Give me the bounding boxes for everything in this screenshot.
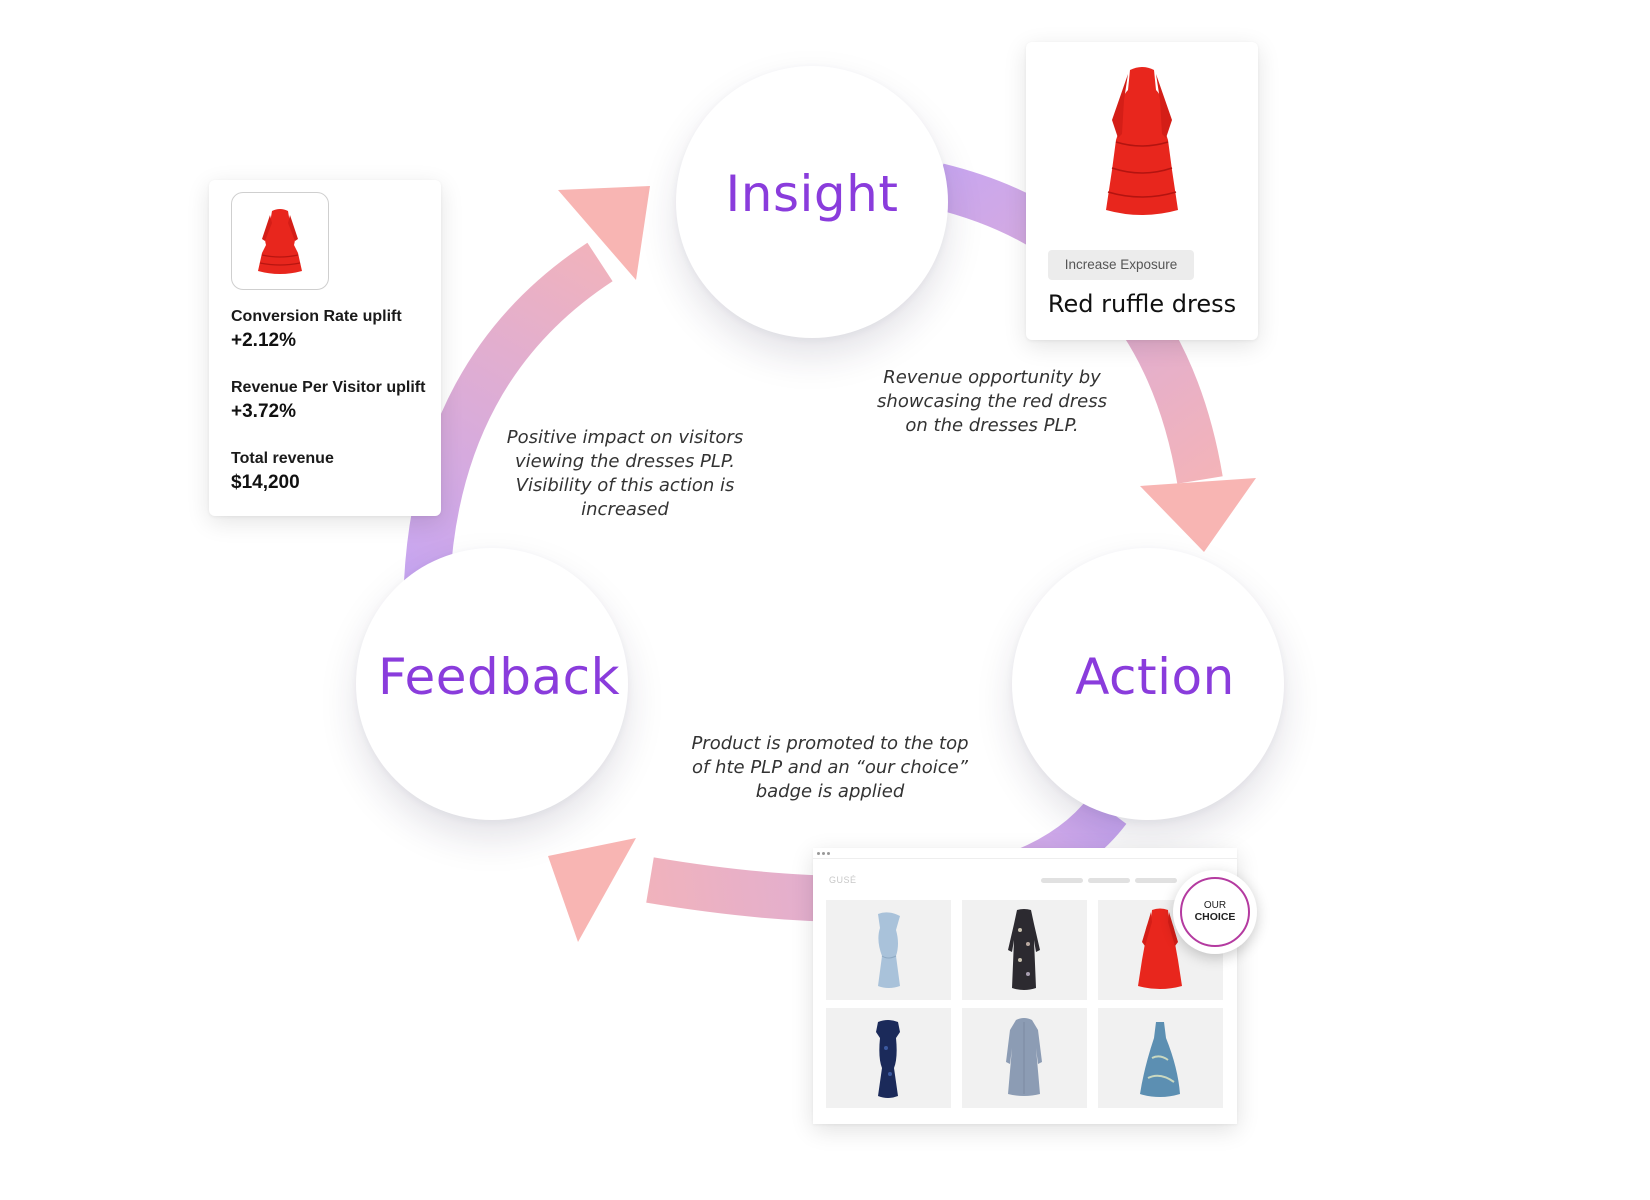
- blue-print-gown-image: [1140, 1022, 1180, 1097]
- grey-blue-coat-dress-image: [1006, 1018, 1042, 1096]
- metric-total-revenue: Total revenue $14,200: [231, 450, 334, 494]
- product-listing-page-window: GUSÉ: [813, 848, 1237, 1124]
- arrow-head-action: [1140, 478, 1256, 552]
- red-dress-image: [258, 209, 302, 274]
- nav-placeholder: [1041, 878, 1083, 883]
- metric-value: $14,200: [231, 472, 300, 493]
- product-tile[interactable]: [1098, 1008, 1223, 1108]
- arrow-head-insight: [558, 186, 650, 280]
- window-dot-icon: [827, 852, 830, 855]
- nav-placeholder: [1088, 878, 1130, 883]
- product-name: Red ruffle dress: [1047, 290, 1237, 318]
- note-feedback-description: Positive impact on visitors viewing the …: [506, 427, 744, 520]
- stage-insight: Insight: [676, 66, 948, 338]
- product-tile[interactable]: [962, 900, 1087, 1000]
- stage-feedback: Feedback: [356, 548, 628, 820]
- increase-exposure-badge: Increase Exposure: [1048, 250, 1194, 280]
- badge-text-line2: CHOICE: [1194, 911, 1236, 923]
- window-dot-icon: [822, 852, 825, 855]
- store-logo: GUSÉ: [829, 875, 857, 885]
- metric-revenue-per-visitor: Revenue Per Visitor uplift +3.72%: [231, 379, 425, 423]
- metric-label: Conversion Rate uplift: [231, 308, 402, 325]
- badge-text-line1: OUR: [1203, 900, 1227, 911]
- floral-black-dress-image: [1008, 909, 1040, 990]
- stage-feedback-label: Feedback: [377, 648, 621, 706]
- note-action-description: Product is promoted to the top of hte PL…: [691, 733, 969, 802]
- product-tile[interactable]: [826, 1008, 951, 1108]
- nav-placeholder: [1135, 878, 1177, 883]
- arrow-feedback-to-insight: [404, 242, 613, 584]
- light-blue-dress-image: [878, 912, 900, 988]
- metrics-card: Conversion Rate uplift +2.12% Revenue Pe…: [209, 180, 441, 516]
- product-tile[interactable]: [826, 900, 951, 1000]
- red-ruffle-dress-image: [1106, 67, 1178, 215]
- stage-action-label: Action: [1075, 648, 1235, 706]
- badge-ring: [1180, 877, 1250, 947]
- product-tile[interactable]: [962, 1008, 1087, 1108]
- red-ruffle-dress-image: [1138, 908, 1182, 989]
- window-dot-icon: [817, 852, 820, 855]
- navy-floral-dress-image: [876, 1020, 900, 1098]
- stage-action: Action: [1012, 548, 1284, 820]
- metric-label: Revenue Per Visitor uplift: [231, 379, 426, 396]
- note-insight-description: Revenue opportunity by showcasing the re…: [877, 367, 1107, 436]
- stage-insight-label: Insight: [725, 165, 899, 223]
- window-titlebar: [813, 848, 1237, 859]
- product-card: Increase Exposure Red ruffle dress: [1026, 42, 1258, 340]
- product-thumbnail: [231, 192, 329, 290]
- metric-label: Total revenue: [231, 450, 334, 467]
- metric-conversion-rate: Conversion Rate uplift +2.12%: [231, 308, 402, 352]
- metric-value: +3.72%: [231, 401, 296, 422]
- metric-value: +2.12%: [231, 330, 296, 351]
- arrow-head-feedback: [548, 838, 636, 942]
- our-choice-badge: OUR CHOICE: [1173, 870, 1257, 954]
